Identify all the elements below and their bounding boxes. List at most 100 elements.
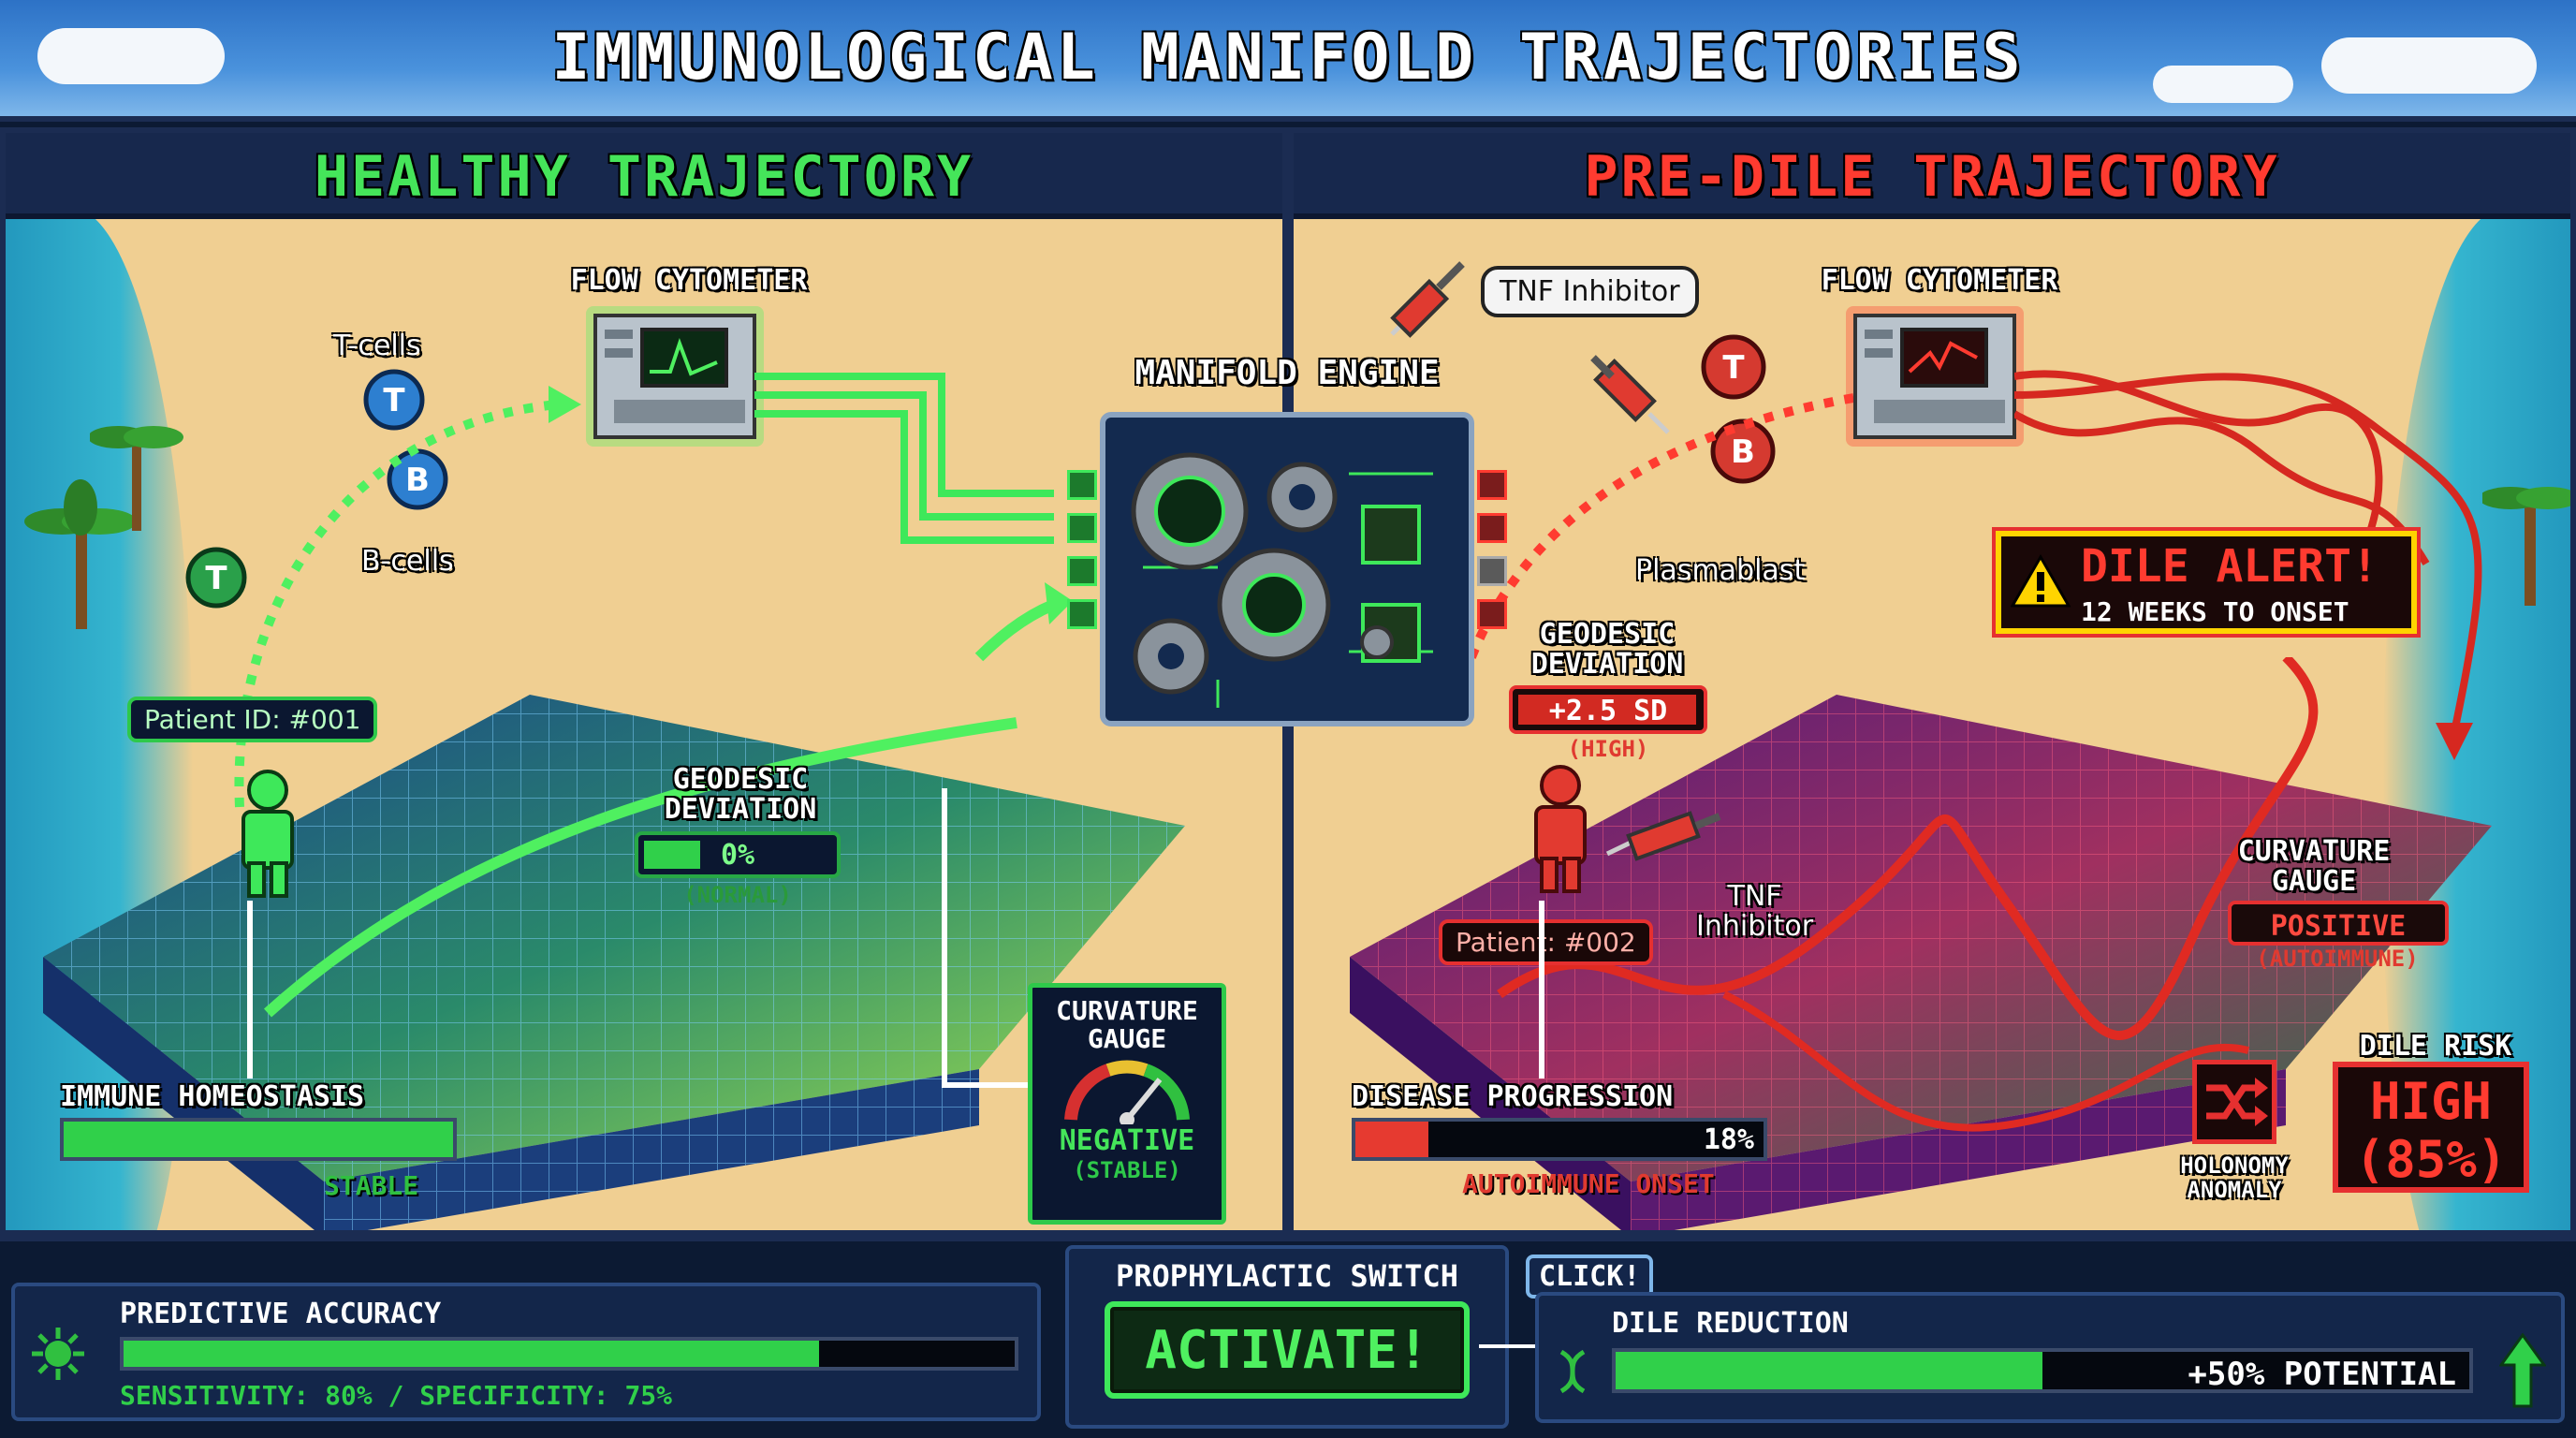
patient-id-badge: Patient: #002 bbox=[1439, 919, 1653, 965]
tnf-inhibitor-bubble: TNF Inhibitor bbox=[1481, 266, 1699, 317]
geodesic-label-line: GEODESIC bbox=[1539, 618, 1676, 651]
palm-tree-icon bbox=[2482, 487, 2570, 606]
holonomy-label: HOLONOMY ANOMALY bbox=[2155, 1153, 2314, 1202]
engine-output-ports bbox=[1477, 470, 1511, 638]
cloud-decoration bbox=[2321, 37, 2537, 94]
tnf-inhibitor-label-line: TNF bbox=[1727, 880, 1782, 913]
curvature-title: CURVATURE GAUGE bbox=[2211, 837, 2417, 897]
dile-risk-panel: HIGH (85%) bbox=[2333, 1062, 2529, 1193]
accuracy-fill bbox=[124, 1341, 819, 1367]
pre-dile-heading: PRE-DILE TRAJECTORY bbox=[1584, 144, 2280, 210]
holonomy-label-line: HOLONOMY bbox=[2180, 1152, 2289, 1179]
svg-text:B: B bbox=[405, 462, 430, 499]
progression-status: AUTOIMMUNE ONSET bbox=[1462, 1168, 1715, 1199]
tnf-inhibitor-label: TNF Inhibitor bbox=[1696, 882, 1813, 942]
connector-line bbox=[1539, 901, 1544, 1078]
geodesic-value: +2.5 SD bbox=[1548, 695, 1668, 727]
predictive-accuracy-panel: PREDICTIVE ACCURACY SENSITIVITY: 80% / S… bbox=[11, 1283, 1041, 1421]
geodesic-value: 0% bbox=[720, 839, 755, 872]
geodesic-status: (NORMAL) bbox=[683, 882, 792, 908]
palm-tree-icon bbox=[90, 426, 183, 531]
alert-subtitle: 12 WEEKS TO ONSET bbox=[2081, 596, 2349, 627]
page-title: IMMUNOLOGICAL MANIFOLD TRAJECTORIES bbox=[551, 21, 2025, 95]
syringe-icon bbox=[1590, 355, 1670, 434]
progression-value: 18% bbox=[1703, 1123, 1754, 1156]
arrow-up-icon bbox=[2499, 1333, 2546, 1408]
dile-risk-value-line: (85%) bbox=[2354, 1130, 2508, 1189]
virus-icon bbox=[32, 1328, 84, 1380]
patient-icon bbox=[242, 770, 294, 898]
svg-text:T: T bbox=[205, 560, 227, 597]
holonomy-label-line: ANOMALY bbox=[2187, 1177, 2282, 1203]
curvature-title: CURVATURE GAUGE bbox=[1032, 997, 1222, 1053]
manifold-engine bbox=[1100, 412, 1474, 726]
healthy-panel: HEALTHY TRAJECTORY FLOW CYTOMETER T-cell… bbox=[0, 127, 1288, 1236]
dile-risk-value: HIGH (85%) bbox=[2338, 1073, 2524, 1189]
b-cells-label: B-cells bbox=[361, 545, 454, 578]
patient-icon bbox=[1534, 765, 1587, 893]
curvature-value: NEGATIVE bbox=[1059, 1124, 1195, 1157]
progression-label: DISEASE PROGRESSION bbox=[1352, 1080, 1674, 1113]
curvature-title-line: GAUGE bbox=[1087, 1023, 1167, 1054]
flow-cytometer-label: FLOW CYTOMETER bbox=[570, 264, 808, 297]
geodesic-meter: +2.5 SD bbox=[1509, 685, 1707, 734]
curvature-status: (STABLE) bbox=[1073, 1157, 1181, 1183]
geodesic-label-line: GEODESIC bbox=[672, 763, 809, 796]
dile-risk-value-line: HIGH bbox=[2369, 1072, 2493, 1131]
curvature-title-line: CURVATURE bbox=[1056, 995, 1198, 1026]
engine-label: MANIFOLD ENGINE bbox=[1134, 354, 1440, 392]
t-cells-label: T-cells bbox=[333, 330, 421, 362]
curvature-status: (AUTOIMMUNE) bbox=[2256, 946, 2419, 972]
title-bar bbox=[0, 0, 2576, 122]
dile-reduction-panel: DILE REDUCTION +50% POTENTIAL bbox=[1535, 1292, 2565, 1423]
reduction-label: DILE REDUCTION bbox=[1612, 1307, 1849, 1340]
accuracy-detail: SENSITIVITY: 80% / SPECIFICITY: 75% bbox=[120, 1380, 673, 1411]
homeostasis-status: STABLE bbox=[324, 1170, 419, 1201]
geodesic-status: (HIGH) bbox=[1567, 736, 1649, 762]
holonomy-anomaly-button[interactable] bbox=[2192, 1060, 2276, 1144]
dile-alert-banner: DILE ALERT! 12 WEEKS TO ONSET bbox=[1992, 527, 2421, 638]
port bbox=[1067, 470, 1097, 500]
gears-icon bbox=[1131, 452, 1433, 708]
port bbox=[1477, 556, 1507, 586]
engine-input-ports bbox=[1067, 470, 1101, 638]
flow-cytometer-icon bbox=[1846, 306, 2024, 447]
palm-tree-icon bbox=[24, 479, 137, 629]
shuffle-icon bbox=[2206, 1078, 2268, 1126]
b-cell-icon: B bbox=[387, 448, 448, 510]
flow-cytometer-icon bbox=[586, 306, 764, 447]
svg-text:T: T bbox=[383, 382, 405, 419]
geodesic-fill bbox=[644, 841, 700, 869]
tangled-pipes bbox=[2014, 370, 2482, 760]
gauge-icon bbox=[1064, 1060, 1190, 1124]
syringe-icon bbox=[1605, 811, 1721, 861]
geodesic-label-line: DEVIATION bbox=[664, 793, 817, 826]
panel-header: HEALTHY TRAJECTORY bbox=[6, 133, 1282, 219]
reduction-fill bbox=[1616, 1352, 2042, 1389]
svg-text:B: B bbox=[1731, 433, 1755, 471]
healthy-terrain bbox=[43, 695, 1185, 1230]
connector-line bbox=[247, 901, 253, 1078]
activate-button[interactable]: ACTIVATE! bbox=[1105, 1301, 1470, 1399]
warning-icon bbox=[2011, 553, 2071, 608]
curvature-title-line: GAUGE bbox=[2271, 865, 2357, 898]
reduction-bar: +50% POTENTIAL bbox=[1612, 1348, 2473, 1393]
tnf-inhibitor-label-line: Inhibitor bbox=[1696, 910, 1814, 943]
dna-icon bbox=[1559, 1349, 1586, 1394]
geodesic-fill bbox=[1518, 695, 1696, 725]
data-pipes bbox=[754, 373, 1054, 544]
t-cell-icon: T bbox=[1701, 334, 1766, 400]
connector-line bbox=[942, 788, 947, 1088]
alert-title: DILE ALERT! bbox=[2081, 540, 2378, 593]
curvature-value: POSITIVE bbox=[2270, 910, 2407, 943]
t-cell-icon: T bbox=[185, 547, 247, 609]
port bbox=[1477, 513, 1507, 543]
trajectory-arrowhead bbox=[974, 582, 1073, 662]
plasmablast-icon: B bbox=[1710, 418, 1776, 484]
reduction-value: +50% POTENTIAL bbox=[2188, 1356, 2456, 1393]
curvature-gauge-panel: POSITIVE bbox=[2228, 901, 2449, 946]
cloud-decoration bbox=[37, 28, 225, 84]
patient-id-badge: Patient ID: #001 bbox=[127, 697, 378, 742]
port bbox=[1477, 599, 1507, 629]
homeostasis-fill bbox=[64, 1122, 453, 1157]
